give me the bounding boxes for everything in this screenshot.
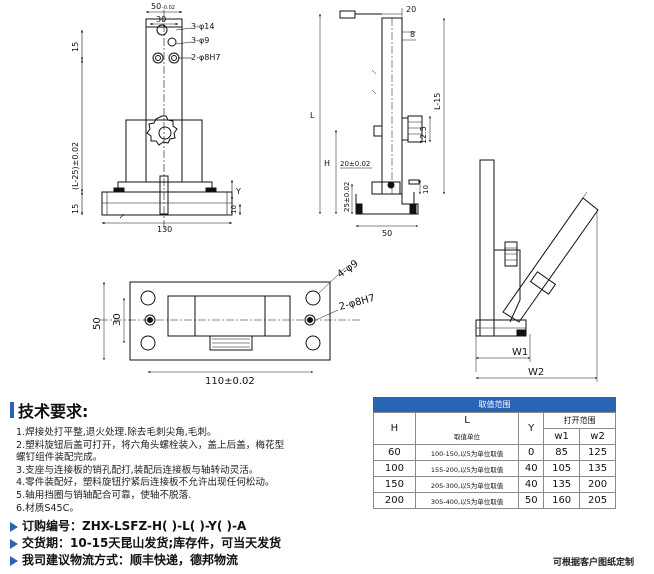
- side-view-labels: 20 8 L L-15 12.5 H 20±0.02 25±0.02 10 50: [310, 5, 442, 238]
- range-table: H L Y 打开范围 取值单位 w1 w2 60 100-150,以5为单位取值…: [373, 412, 616, 509]
- front-view: [80, 10, 242, 230]
- requirement-item: 5.轴用挡圈与销轴配合可靠，使轴不脱落.: [16, 489, 192, 501]
- requirement-item: 1.焊接处打平整,退火处理.除去毛刺尖角,毛刺。: [16, 427, 217, 438]
- cell-w1: 85: [543, 444, 581, 461]
- header-w1: w1: [543, 428, 581, 445]
- order-code-line: 订购编号：ZHX-LSFZ-H( )-L( )-Y( )-A: [10, 518, 281, 535]
- cell-y: 40: [518, 476, 545, 493]
- dim-side-25tol: 25±0.02: [343, 182, 351, 212]
- header-h: H: [373, 412, 416, 445]
- dim-front-3phi9: 3-φ9: [191, 36, 209, 45]
- order-info: 订购编号：ZHX-LSFZ-H( )-L( )-Y( )-A 交货期：10-15…: [10, 518, 281, 569]
- table-row: 60 100-150,以5为单位取值 0 85 125: [373, 444, 616, 461]
- cell-l: 100-150,以5为单位取值: [414, 444, 520, 461]
- dim-top-30: 30: [112, 313, 123, 326]
- header-y: Y: [518, 412, 545, 445]
- cell-w1: 135: [543, 476, 581, 493]
- requirements-title-text: 技术要求:: [18, 402, 89, 421]
- dim-front-y: Y: [235, 187, 241, 196]
- dim-front-15: 15: [71, 42, 80, 52]
- cell-h: 100: [373, 460, 416, 477]
- technical-requirements: 技术要求: 1.焊接处打平整,退火处理.除去毛刺尖角,毛刺。 2.塑料旋钮后盖可…: [6, 398, 371, 515]
- dim-side-20tol: 20±0.02: [340, 160, 370, 168]
- cell-h: 150: [373, 476, 416, 493]
- dim-front-l25: (L-25)±0.02: [71, 142, 80, 190]
- cell-w2: 125: [579, 444, 616, 461]
- cell-w2: 135: [579, 460, 616, 477]
- requirement-item: 6.材质S45C。: [16, 502, 79, 514]
- cell-y: 50: [518, 492, 545, 509]
- top-view: [100, 267, 360, 373]
- cell-w1: 160: [543, 492, 581, 509]
- dim-top-110: 110±0.02: [205, 376, 255, 387]
- cell-l: 205-300,以5为单位取值: [414, 476, 520, 493]
- dim-front-15b: 15: [71, 204, 80, 214]
- dim-front-50-tol: -0.02: [162, 5, 175, 11]
- arrow-icon: [10, 555, 18, 566]
- delivery-line: 交货期：10-15天昆山发货;库存件，可当天发货: [10, 535, 281, 552]
- requirements-list: 1.焊接处打平整,退火处理.除去毛刺尖角,毛刺。 2.塑料旋钮后盖可打开，将六角…: [16, 427, 371, 515]
- dim-side-l15: L-15: [433, 93, 442, 110]
- header-w2: w2: [579, 428, 616, 445]
- cell-w2: 200: [579, 476, 616, 493]
- dim-angle-w1: W1: [512, 347, 528, 358]
- dim-front-130: 130: [157, 225, 172, 234]
- title-bar-icon: [10, 402, 14, 418]
- side-view: [319, 8, 445, 227]
- dim-top-2phi8h7: 2-φ8H7: [338, 293, 376, 313]
- custom-note: 可根据客户图纸定制: [553, 558, 635, 568]
- dim-top-50: 50: [92, 317, 103, 330]
- dim-front-2phi8h7: 2-φ8H7: [191, 53, 220, 62]
- cell-y: 0: [518, 444, 545, 461]
- requirement-item: 3.支座与连接板的销孔配打,装配后连接板与轴转动灵活。: [16, 464, 259, 476]
- front-view-labels: 50 -0.02 30 3-φ14 3-φ9 2-φ8H7 15 (L-25)±…: [71, 2, 241, 234]
- technical-drawing: 50 -0.02 30 3-φ14 3-φ9 2-φ8H7 15 (L-25)±…: [71, 2, 599, 387]
- cell-l: 305-400,以5为单位取值: [414, 492, 520, 509]
- dim-side-125: 12.5: [419, 126, 428, 144]
- cell-h: 200: [373, 492, 416, 509]
- dim-side-l: L: [310, 111, 315, 120]
- dim-side-h: H: [324, 159, 330, 168]
- logistics-text: 我司建议物流方式：顺丰快递，德邦物流: [22, 553, 239, 567]
- table-title: 取值范围: [373, 397, 616, 412]
- requirement-item: 2.塑料旋钮后盖可打开，将六角头螺栓装入，盖上后盖，梅花型: [16, 439, 285, 451]
- cell-w2: 205: [579, 492, 616, 509]
- cell-w1: 105: [543, 460, 581, 477]
- dim-side-10: 10: [422, 185, 430, 194]
- requirement-item: 4.零件装配好，塑料旋钮拧紧后连接板不允许出现任何松动。: [16, 477, 275, 489]
- dim-angle-w2: W2: [528, 367, 544, 378]
- cell-y: 40: [518, 460, 545, 477]
- header-l: L: [414, 412, 520, 429]
- order-code: 订购编号：ZHX-LSFZ-H( )-L( )-Y( )-A: [22, 519, 247, 533]
- cell-l: 155-200,以5为单位取值: [414, 460, 520, 477]
- dim-side-8: 8: [410, 30, 415, 39]
- angled-view: [475, 159, 599, 382]
- header-l-unit: 取值单位: [414, 428, 520, 445]
- dim-front-50: 50: [151, 2, 161, 11]
- table-row: 100 155-200,以5为单位取值 40 105 135: [373, 460, 616, 477]
- value-range-table: 取值范围 H L Y 打开范围 取值单位 w1 w2 60 100-150,以5…: [373, 397, 616, 509]
- dim-side-20: 20: [406, 5, 416, 14]
- table-row: 200 305-400,以5为单位取值 50 160 205: [373, 492, 616, 509]
- delivery-text: 交货期：10-15天昆山发货;库存件，可当天发货: [22, 536, 282, 550]
- requirements-title: 技术要求:: [10, 398, 371, 422]
- arrow-icon: [10, 521, 18, 532]
- header-open-range: 打开范围: [543, 412, 616, 429]
- dim-front-3phi14: 3-φ14: [191, 22, 214, 31]
- angled-view-labels: W1 W2: [512, 347, 544, 378]
- dim-top-4phi9: 4-φ9: [335, 258, 360, 280]
- cell-h: 60: [373, 444, 416, 461]
- requirement-item: 螺钉组件装配完成。: [16, 452, 103, 464]
- logistics-line: 我司建议物流方式：顺丰快递，德邦物流: [10, 552, 281, 569]
- arrow-icon: [10, 538, 18, 549]
- table-row: 150 205-300,以5为单位取值 40 135 200: [373, 476, 616, 493]
- top-view-labels: 50 30 4-φ9 2-φ8H7 110±0.02: [92, 258, 376, 387]
- dim-side-50: 50: [382, 229, 392, 238]
- dim-front-10: 10: [230, 205, 238, 214]
- dim-front-30: 30: [156, 15, 166, 24]
